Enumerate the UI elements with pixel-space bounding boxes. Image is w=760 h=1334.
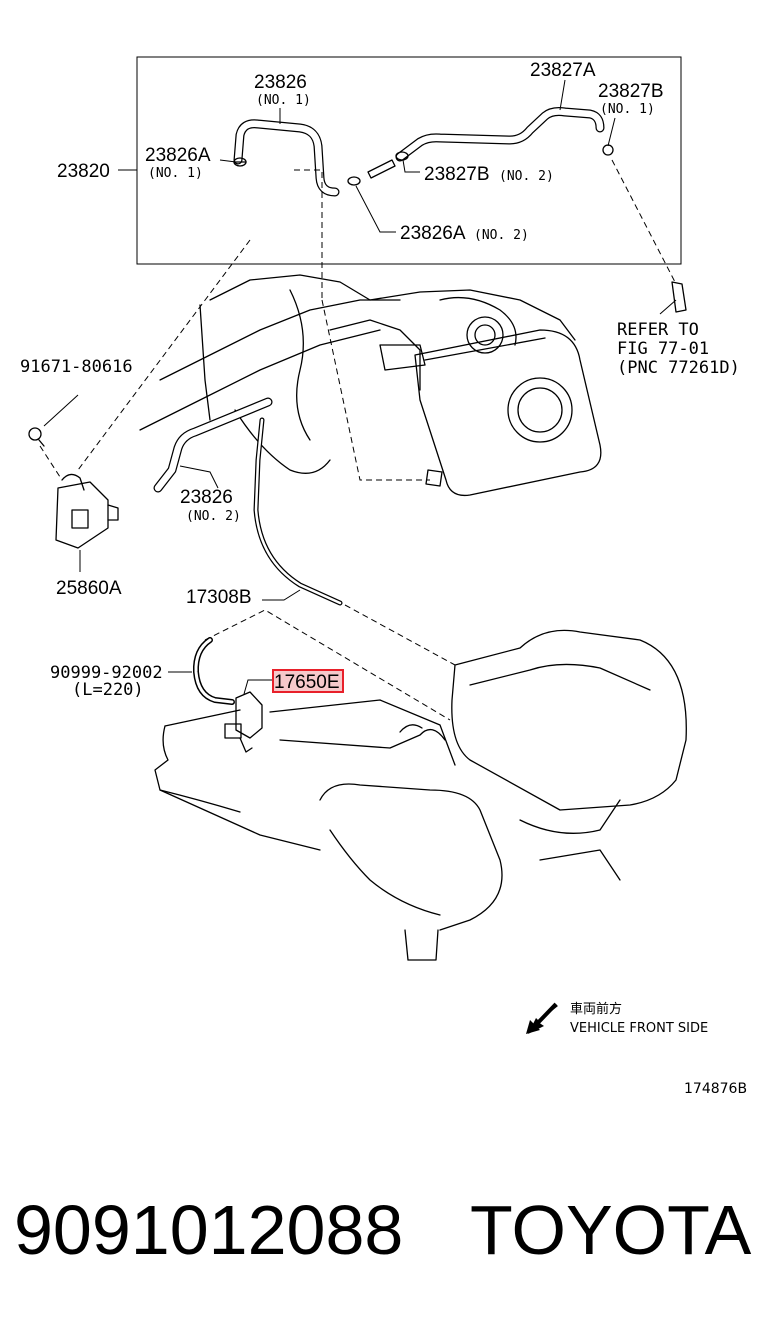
label-23826-no2[interactable]: 23826 — [180, 487, 233, 508]
air-cleaner-box — [379, 329, 602, 497]
label-17650e[interactable]: 17650E — [274, 672, 340, 693]
assembly-inset-box — [136, 56, 682, 265]
clamp-23826a-no2-shape — [347, 176, 361, 186]
intake-manifold-outline — [154, 629, 687, 961]
engine-upper-outline — [139, 274, 576, 474]
label-23827b-no1-sub: (NO. 1) — [600, 102, 655, 117]
refer-line-2: FIG 77-01 — [617, 339, 709, 359]
bolt-shape — [28, 427, 45, 447]
label-23827b-no2[interactable]: 23827B — [424, 164, 490, 185]
leader-23826a-no1 — [219, 159, 237, 163]
leader-23827a — [559, 79, 566, 111]
refer-pipe-shape — [659, 281, 687, 315]
leader-23826-no2 — [179, 465, 219, 489]
vehicle-front-jp: 車両前方 — [570, 1001, 622, 1017]
inset-dashed-leader-a — [294, 169, 323, 300]
figure-number: 174876B — [684, 1081, 747, 1097]
leader-17650e — [243, 679, 272, 695]
inset-dashed-leader-b — [611, 159, 676, 283]
clamp-23827b-no1-shape — [602, 144, 614, 156]
hose-90999[interactable] — [192, 637, 235, 705]
refer-line-1: REFER TO — [617, 320, 699, 340]
footer-bar: 9091012088 TOYOTA — [0, 1180, 760, 1290]
dashed-90999 — [204, 609, 451, 721]
leader-bolt — [43, 394, 79, 427]
leader-23827b-no2 — [402, 159, 420, 173]
dashed-leader-valve — [77, 239, 251, 471]
footer-part-number: 9091012088 — [14, 1191, 404, 1269]
label-17308b[interactable]: 17308B — [186, 587, 252, 608]
label-23826a-no1[interactable]: 23826A — [145, 145, 211, 166]
vsv-17650e-shape — [224, 691, 263, 753]
label-23826-no1[interactable]: 23826 — [254, 72, 307, 93]
vehicle-front-en: VEHICLE FRONT SIDE — [570, 1021, 708, 1036]
label-25860a[interactable]: 25860A — [56, 578, 122, 599]
label-23826-no2-sub: (NO. 2) — [186, 509, 241, 524]
connector-pipe-shape — [367, 159, 396, 179]
highlight-17650e — [272, 669, 344, 693]
label-23826a-no2[interactable]: 23826A — [400, 223, 466, 244]
hose-17308b[interactable] — [253, 417, 343, 606]
hose-23826-no2[interactable] — [153, 397, 273, 493]
hose-23827a[interactable] — [395, 107, 605, 162]
vehicle-front-arrow-icon — [526, 1002, 558, 1034]
label-bolt[interactable]: 91671-80616 — [20, 357, 133, 377]
leader-17308b — [262, 589, 301, 601]
label-90999-sub: (L=220) — [72, 680, 144, 700]
label-23826a-no2-sub: (NO. 2) — [474, 228, 529, 243]
dashed-bolt — [39, 445, 63, 481]
leader-23827b-no1 — [607, 117, 616, 147]
dashed-17308b-throttle — [344, 604, 456, 666]
label-23826a-no1-sub: (NO. 1) — [148, 166, 203, 181]
hose-23826-no1[interactable] — [233, 119, 340, 197]
leader-23826a-no2 — [355, 185, 396, 233]
refer-line-3: (PNC 77261D) — [617, 358, 740, 378]
label-90999[interactable]: 90999-92002 — [50, 663, 163, 683]
dashed-leader-airbox — [321, 299, 430, 481]
label-23827b-no2-sub: (NO. 2) — [499, 169, 554, 184]
label-23827a[interactable]: 23827A — [530, 60, 596, 81]
label-23820[interactable]: 23820 — [57, 161, 110, 182]
clamp-23827b-no2-shape — [395, 151, 409, 161]
footer-brand: TOYOTA — [470, 1191, 752, 1269]
valve-25860a-shape — [55, 473, 119, 549]
label-23826-no1-sub: (NO. 1) — [256, 93, 311, 108]
label-23827b-no1[interactable]: 23827B — [598, 81, 664, 102]
